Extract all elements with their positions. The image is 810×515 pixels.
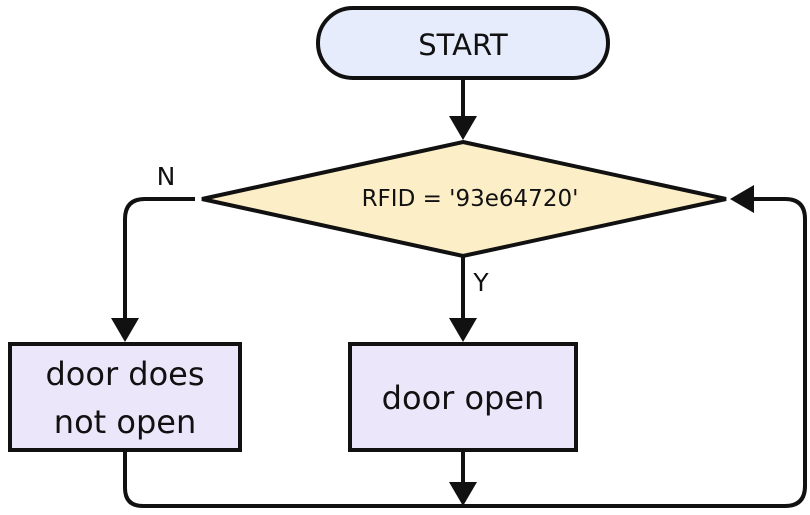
door-not-open-line2: not open bbox=[53, 403, 197, 441]
door-not-open-label: door does not open bbox=[10, 350, 240, 446]
door-open-label: door open bbox=[381, 379, 545, 417]
connector-no-branch bbox=[123, 197, 195, 320]
arrowhead-into-door-not-open bbox=[111, 318, 139, 342]
arrowhead-into-loop bbox=[449, 482, 477, 506]
start-label: START bbox=[418, 28, 508, 62]
decision-label: RFID = '93e64720' bbox=[361, 186, 579, 212]
door-not-open-line1: door does bbox=[45, 355, 205, 393]
decision-diamond bbox=[201, 139, 727, 259]
arrowhead-into-decision bbox=[449, 116, 477, 140]
process-box-door-open bbox=[348, 342, 578, 452]
start-terminal bbox=[316, 6, 610, 80]
arrowhead-into-door-open bbox=[449, 318, 477, 342]
connector-loop-back bbox=[123, 197, 807, 508]
arrowhead-loop-into-decision bbox=[730, 185, 754, 213]
yes-branch-label: Y bbox=[473, 268, 489, 297]
process-box-door-not-open bbox=[8, 342, 242, 452]
no-branch-label: N bbox=[156, 162, 176, 191]
